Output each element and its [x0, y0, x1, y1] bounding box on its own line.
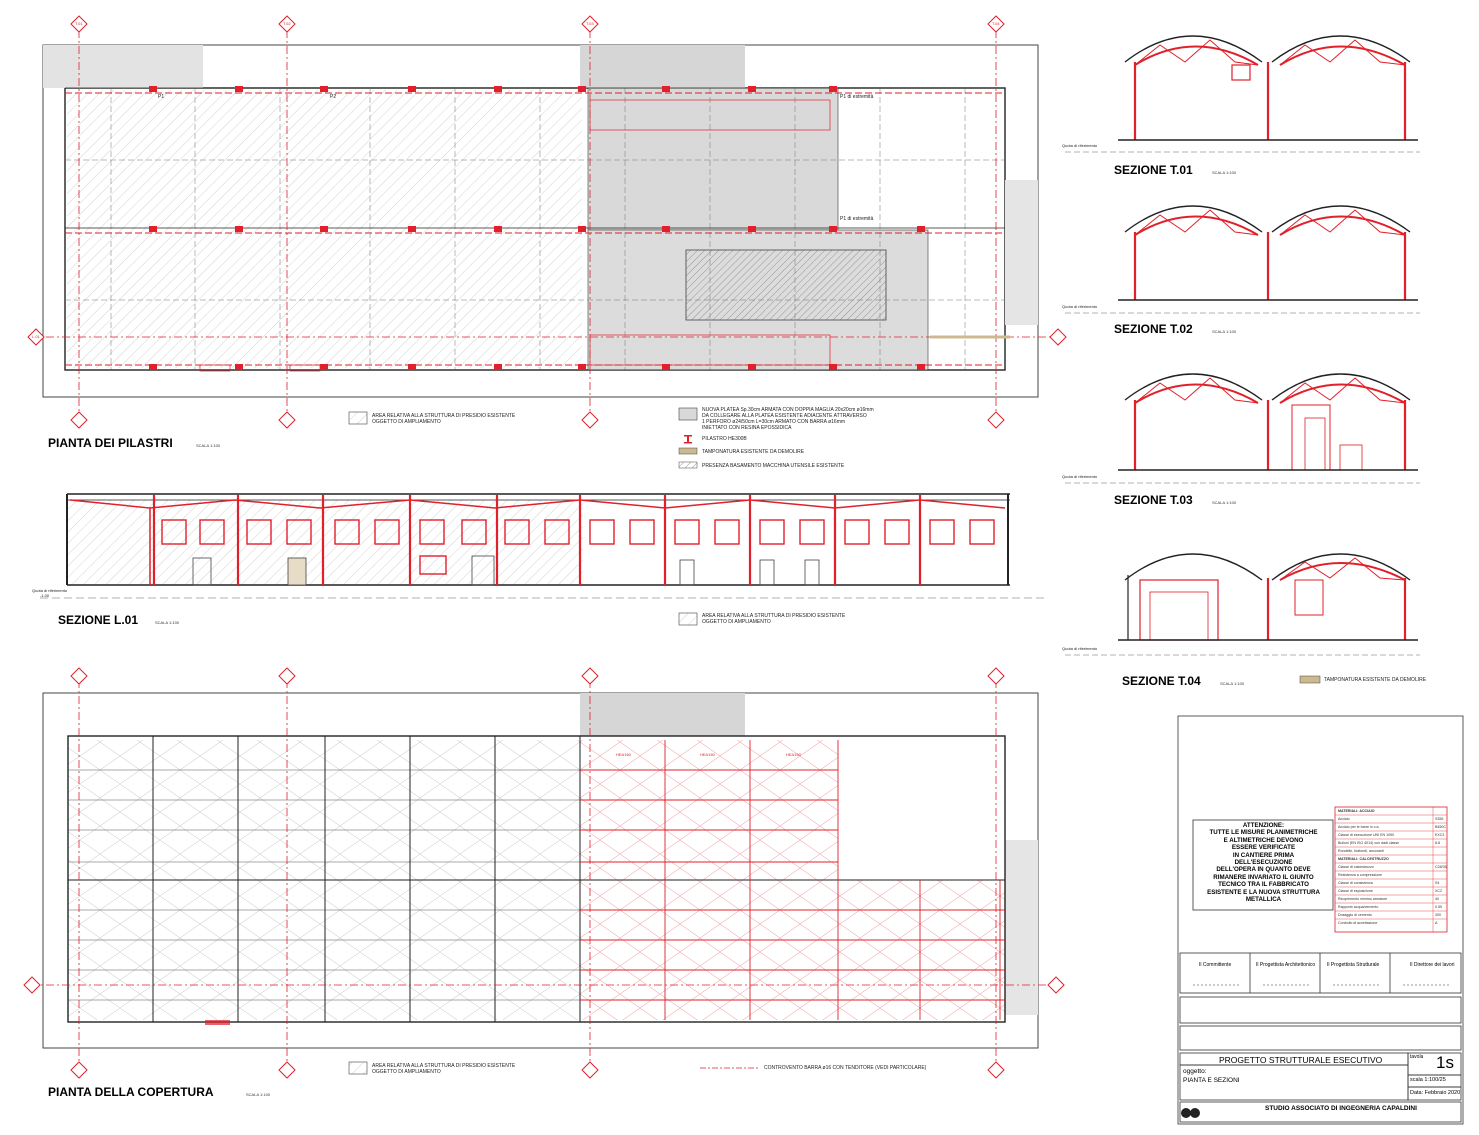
section-l01 — [40, 493, 1045, 599]
ref-level-t02: Quota di riferimento — [1062, 304, 1098, 309]
legend-pilastro: PILASTRO HE300B — [702, 436, 747, 442]
title-block — [1177, 715, 1464, 1125]
pillar-extreme-label: P1 di estremità — [840, 94, 874, 100]
ref-level-t04: Quota di riferimento — [1062, 646, 1098, 651]
plan-roof — [23, 667, 1065, 1079]
pillar-extreme-label: P1 di estremità — [840, 216, 874, 222]
plan-pillars-scale: SCALA 1:100 — [196, 443, 221, 448]
legend-tamponatura-t04: TAMPONATURA ESISTENTE DA DEMOLIRE — [1324, 677, 1427, 683]
ref-value-l01: -1.00 — [40, 593, 50, 598]
pillar-label: P2 — [330, 94, 337, 100]
beam-label: HEA160 — [786, 752, 801, 757]
section-t03-scale: SCALA 1:100 — [1212, 500, 1237, 505]
axis-label-t03: T.03 — [586, 21, 594, 26]
plan-roof-title: PIANTA DELLA COPERTURA — [48, 1085, 214, 1099]
section-t04-scale: SCALA 1:100 — [1220, 681, 1245, 686]
pillar-label: P1 — [158, 94, 165, 100]
oggetto-label: oggetto: — [1183, 1068, 1207, 1075]
section-l01-title: SEZIONE L.01 — [58, 613, 139, 627]
axis-label-t04: T.04 — [992, 21, 1000, 26]
attention-notice: ATTENZIONE: TUTTE LE MISURE PLANIMETRICH… — [1207, 822, 1320, 904]
signature-committente: Il Committente — [1199, 962, 1232, 968]
axis-label-t02: T.02 — [283, 21, 291, 26]
legend-area-existing-l01: AREA RELATIVA ALLA STRUTTURA DI PRESIDIO… — [702, 613, 846, 625]
ref-level-t01: Quota di riferimento — [1062, 143, 1098, 148]
legend-basamento: PRESENZA BASAMENTO MACCHINA UTENSILE ESI… — [702, 463, 845, 469]
section-t01 — [1065, 35, 1420, 153]
axis-markers-plan1 — [27, 15, 1067, 429]
ref-level-t03: Quota di riferimento — [1062, 474, 1098, 479]
plan-pillars — [30, 30, 1060, 420]
section-t03 — [1065, 373, 1420, 484]
axis-label-t01: T.01 — [75, 21, 83, 26]
plan-pillars-title: PIANTA DEI PILASTRI — [48, 436, 173, 450]
scala-value: scala 1:100/25 — [1410, 1077, 1446, 1083]
legend-controvento: CONTROVENTO BARRA ø16 CON TENDITORE (VED… — [764, 1065, 927, 1071]
signature-direttore: Il Direttore dei lavori — [1410, 962, 1455, 968]
oggetto-value: PIANTA E SEZIONI — [1183, 1077, 1240, 1084]
studio-name: STUDIO ASSOCIATO DI INGEGNERIA CAPALDINI — [1265, 1105, 1417, 1112]
legend-area-existing-roof: AREA RELATIVA ALLA STRUTTURA DI PRESIDIO… — [372, 1063, 516, 1075]
data-value: Data: Febbraio 2020 — [1410, 1090, 1461, 1096]
legend-tamponatura: TAMPONATURA ESISTENTE DA DEMOLIRE — [702, 449, 805, 455]
plan-roof-scale: SCALA 1:100 — [246, 1092, 271, 1097]
signature-strutturale: Il Progettista Strutturale — [1327, 962, 1380, 968]
tavola-label: tavola — [1410, 1054, 1424, 1060]
tavola-value: 1s — [1436, 1053, 1454, 1072]
beam-label: HEA160 — [700, 752, 715, 757]
legend-swatches — [348, 407, 1321, 1075]
signature-architetto: Il Progettista Architettonico — [1256, 962, 1316, 968]
section-t01-title: SEZIONE T.01 — [1114, 163, 1193, 177]
section-t02 — [1065, 205, 1420, 314]
ref-level-l01: Quota di riferimento — [32, 588, 68, 593]
section-t02-scale: SCALA 1:100 — [1212, 329, 1237, 334]
section-l01-scale: SCALA 1:100 — [155, 620, 180, 625]
section-t04-title: SEZIONE T.04 — [1122, 674, 1201, 688]
legend-area-existing: AREA RELATIVA ALLA STRUTTURA DI PRESIDIO… — [372, 413, 516, 425]
project-title: PROGETTO STRUTTURALE ESECUTIVO — [1219, 1055, 1383, 1065]
legend-platea: NUOVA PLATEA Sp.30cm ARMATA CON DOPPIA M… — [702, 407, 874, 431]
axis-label-l01: L.01 — [32, 334, 40, 339]
section-t01-scale: SCALA 1:100 — [1212, 170, 1237, 175]
section-t04 — [1065, 553, 1420, 656]
section-t03-title: SEZIONE T.03 — [1114, 493, 1193, 507]
beam-label: HEA160 — [616, 752, 631, 757]
section-t02-title: SEZIONE T.02 — [1114, 322, 1193, 336]
